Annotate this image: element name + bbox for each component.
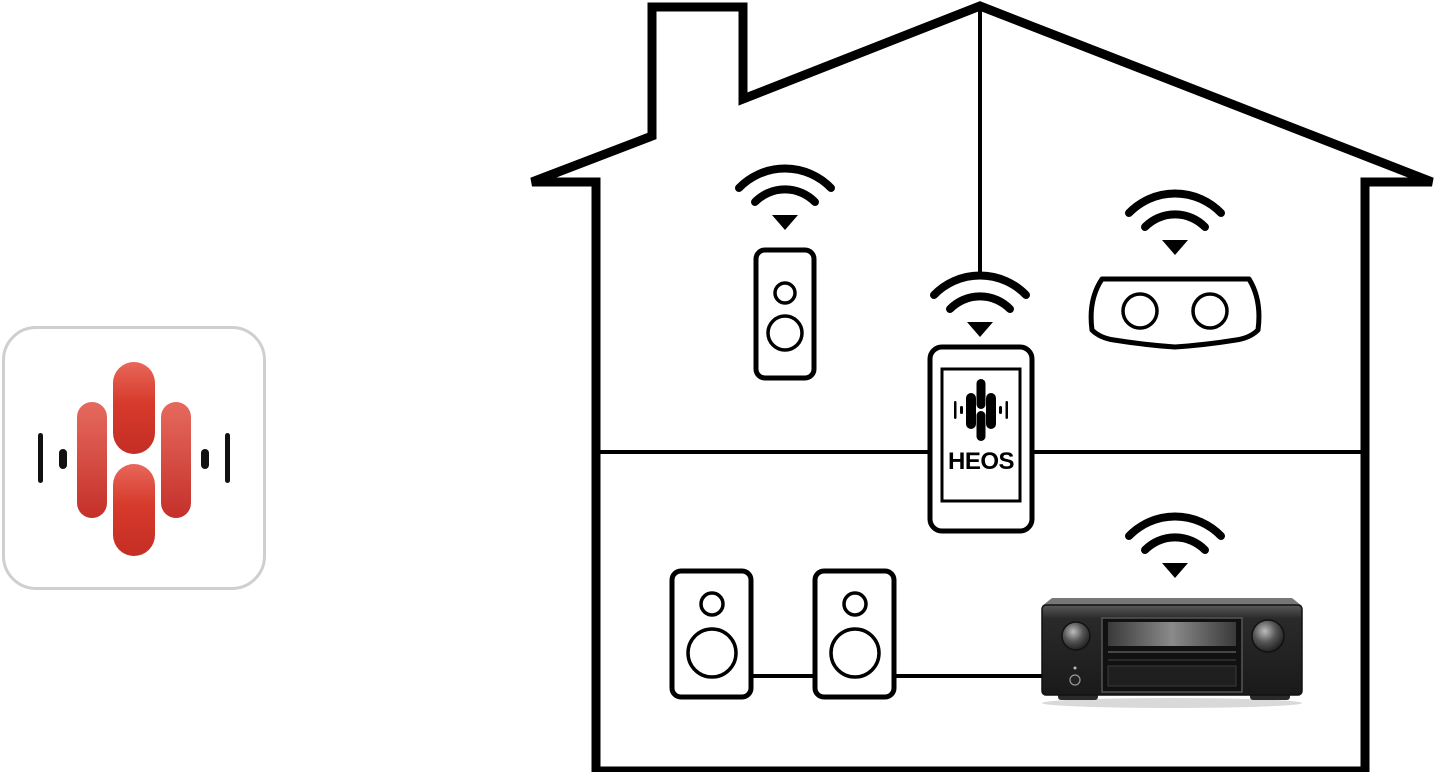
smartphone-icon: HEOS: [927, 344, 1035, 534]
av-receiver-icon: [1041, 598, 1303, 708]
wifi-icon: [735, 164, 835, 230]
bookshelf-speaker-right-icon: [812, 568, 897, 700]
house-outline: [530, 1, 1434, 772]
heos-brand-label: HEOS: [948, 448, 1015, 475]
heos-logo-icon: [38, 362, 230, 556]
bookshelf-speaker-left-icon: [669, 568, 754, 700]
wifi-icon: [930, 271, 1030, 337]
wireless-speaker-icon: [753, 247, 817, 381]
heos-app-icon[interactable]: [2, 326, 266, 590]
heos-logo-icon: [954, 379, 1008, 441]
wifi-icon: [1125, 189, 1225, 255]
wifi-icon: [1125, 512, 1225, 578]
soundbar-speaker-icon: [1088, 276, 1262, 350]
